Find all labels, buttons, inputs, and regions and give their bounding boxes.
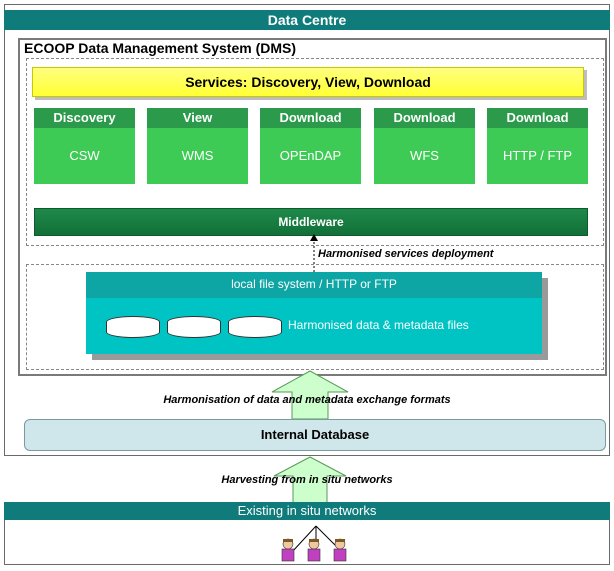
services-area bbox=[26, 58, 604, 246]
service-head: Download bbox=[374, 108, 475, 128]
harmonisation-caption: Harmonisation of data and metadata excha… bbox=[163, 394, 451, 406]
harmonised-services-arrow bbox=[306, 232, 322, 272]
file-cylinder-icon bbox=[228, 316, 282, 338]
storage-area bbox=[26, 264, 604, 370]
service-box-discovery: Discovery CSW bbox=[34, 108, 135, 196]
service-body: WMS bbox=[147, 128, 248, 184]
files-label: Harmonised data & metadata files bbox=[288, 318, 469, 332]
harmonised-services-caption: Harmonised services deployment bbox=[318, 248, 494, 260]
service-box-view: View WMS bbox=[147, 108, 248, 196]
existing-networks-title: Existing in situ networks bbox=[4, 502, 610, 520]
service-head: Download bbox=[260, 108, 361, 128]
file-system-label: local file system / HTTP or FTP bbox=[86, 272, 542, 298]
service-body: CSW bbox=[34, 128, 135, 184]
internal-database: Internal Database bbox=[24, 419, 606, 451]
service-body: WFS bbox=[374, 128, 475, 184]
service-head: Download bbox=[487, 108, 588, 128]
services-bar: Services: Discovery, View, Download bbox=[32, 67, 584, 97]
file-cylinder-icon bbox=[106, 316, 160, 338]
middleware-bar: Middleware bbox=[34, 208, 588, 236]
in-situ-network-icon bbox=[270, 522, 362, 566]
data-centre-title: Data Centre bbox=[4, 10, 610, 30]
file-cylinder-icon bbox=[167, 316, 221, 338]
harvesting-caption: Harvesting from in situ networks bbox=[221, 474, 393, 486]
files-block bbox=[86, 298, 542, 354]
service-body: OPEnDAP bbox=[260, 128, 361, 184]
service-body: HTTP / FTP bbox=[487, 128, 588, 184]
service-head: Discovery bbox=[34, 108, 135, 128]
service-box-download-opendap: Download OPEnDAP bbox=[260, 108, 361, 196]
service-head: View bbox=[147, 108, 248, 128]
dms-title: ECOOP Data Management System (DMS) bbox=[24, 40, 297, 56]
service-box-download-httpftp: Download HTTP / FTP bbox=[487, 108, 588, 196]
service-box-download-wfs: Download WFS bbox=[374, 108, 475, 196]
